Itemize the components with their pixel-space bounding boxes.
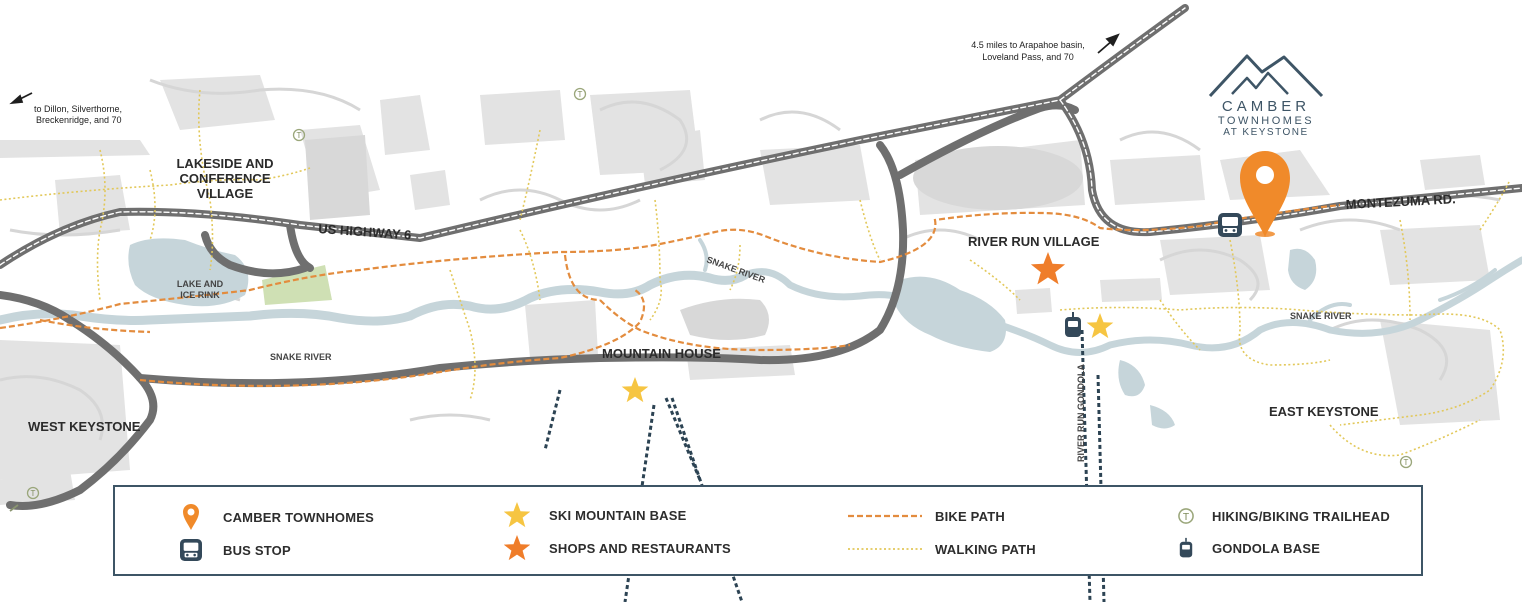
camber-logo-mountains-icon [1208,54,1324,98]
label-west-keystone: WEST KEYSTONE [28,419,141,434]
label-lake-ice-2: ICE RINK [180,290,220,300]
legend-item-ski-mountain-base: SKI MOUNTAIN BASE [497,502,687,528]
map-legend: CAMBER TOWNHOMES BUS STOP SKI MOUNTAIN B… [113,485,1423,576]
legend-label: GONDOLA BASE [1212,540,1321,556]
label-snake-river-west: SNAKE RIVER [270,352,332,362]
label-lake-ice-1: LAKE AND [177,279,224,289]
legend-label: SHOPS AND RESTAURANTS [549,540,731,556]
label-river-run-gondola: RIVER RUN GONDOLA [1076,363,1086,462]
label-east-keystone: EAST KEYSTONE [1269,404,1379,419]
map-stars [621,252,1114,403]
label-lakeside-1: LAKESIDE AND [176,156,273,171]
bike-paths [0,203,1341,388]
label-mountain-house: MOUNTAIN HOUSE [602,346,721,361]
trailhead-icon [573,87,587,101]
arrow-down-left-icon [9,504,19,512]
label-lakeside-3: VILLAGE [197,186,254,201]
legend-item-camber-townhomes: CAMBER TOWNHOMES [171,504,375,530]
camber-location-pin-icon [1240,151,1290,237]
legend-label: BUS STOP [223,542,291,558]
green-park-area [262,265,332,305]
direction-arrows [9,33,1120,512]
bus-stop-icon [1218,213,1242,237]
label-montezuma-rd: MONTEZUMA RD. [1345,191,1456,212]
gondola-icon [1166,536,1206,560]
label-us-highway-6: US HIGHWAY 6 [318,221,412,242]
legend-item-shops-restaurants: SHOPS AND RESTAURANTS [497,535,731,561]
snake-river [0,238,1522,356]
camber-brand: CAMBER TOWNHOMES AT KEYSTONE [1196,50,1336,138]
brand-subtitle: TOWNHOMES [1217,115,1315,127]
label-lakeside-2: CONFERENCE [179,171,270,186]
ski-mountain-base-star-icon [1086,313,1114,339]
walking-path-line-icon [845,537,925,561]
legend-label: BIKE PATH [935,508,1005,524]
svg-text:T: T [1183,512,1190,523]
legend-item-gondola-base: GONDOLA BASE [1166,536,1320,560]
legend-label: CAMBER TOWNHOMES [223,509,375,525]
ski-mountain-base-star-icon [621,377,649,403]
location-pin-icon [171,504,211,530]
legend-label: WALKING PATH [935,541,1036,557]
legend-item-walking-path: WALKING PATH [845,537,1036,561]
label-snake-river-east: SNAKE RIVER [1290,311,1352,321]
trailhead-icon [1399,455,1413,469]
bike-path-line-icon [845,504,925,528]
bus-icon [171,538,211,562]
label-river-run-village: RIVER RUN VILLAGE [968,234,1100,249]
legend-item-trailhead: T HIKING/BIKING TRAILHEAD [1166,504,1390,528]
label-direction-left-2: Breckenridge, and 70 [36,115,122,125]
label-direction-top-2: Loveland Pass, and 70 [982,52,1074,62]
yellow-star-icon [497,502,537,528]
legend-label: SKI MOUNTAIN BASE [549,507,687,523]
brand-tagline: AT KEYSTONE [1223,127,1309,138]
label-direction-top-1: 4.5 miles to Arapahoe basin, [971,40,1085,50]
brand-name: CAMBER [1221,98,1311,115]
label-direction-left-1: to Dillon, Silverthorne, [34,104,122,114]
parking-lots [305,135,1083,340]
trailhead-icon: T [1166,504,1206,528]
orange-star-icon [497,535,537,561]
walking-paths [0,89,1511,457]
legend-label: HIKING/BIKING TRAILHEAD [1212,508,1390,524]
shops-restaurants-star-icon [1030,252,1066,285]
legend-item-bike-path: BIKE PATH [845,504,1005,528]
gondola-base-icon [1065,312,1081,337]
legend-item-bus-stop: BUS STOP [171,538,291,562]
